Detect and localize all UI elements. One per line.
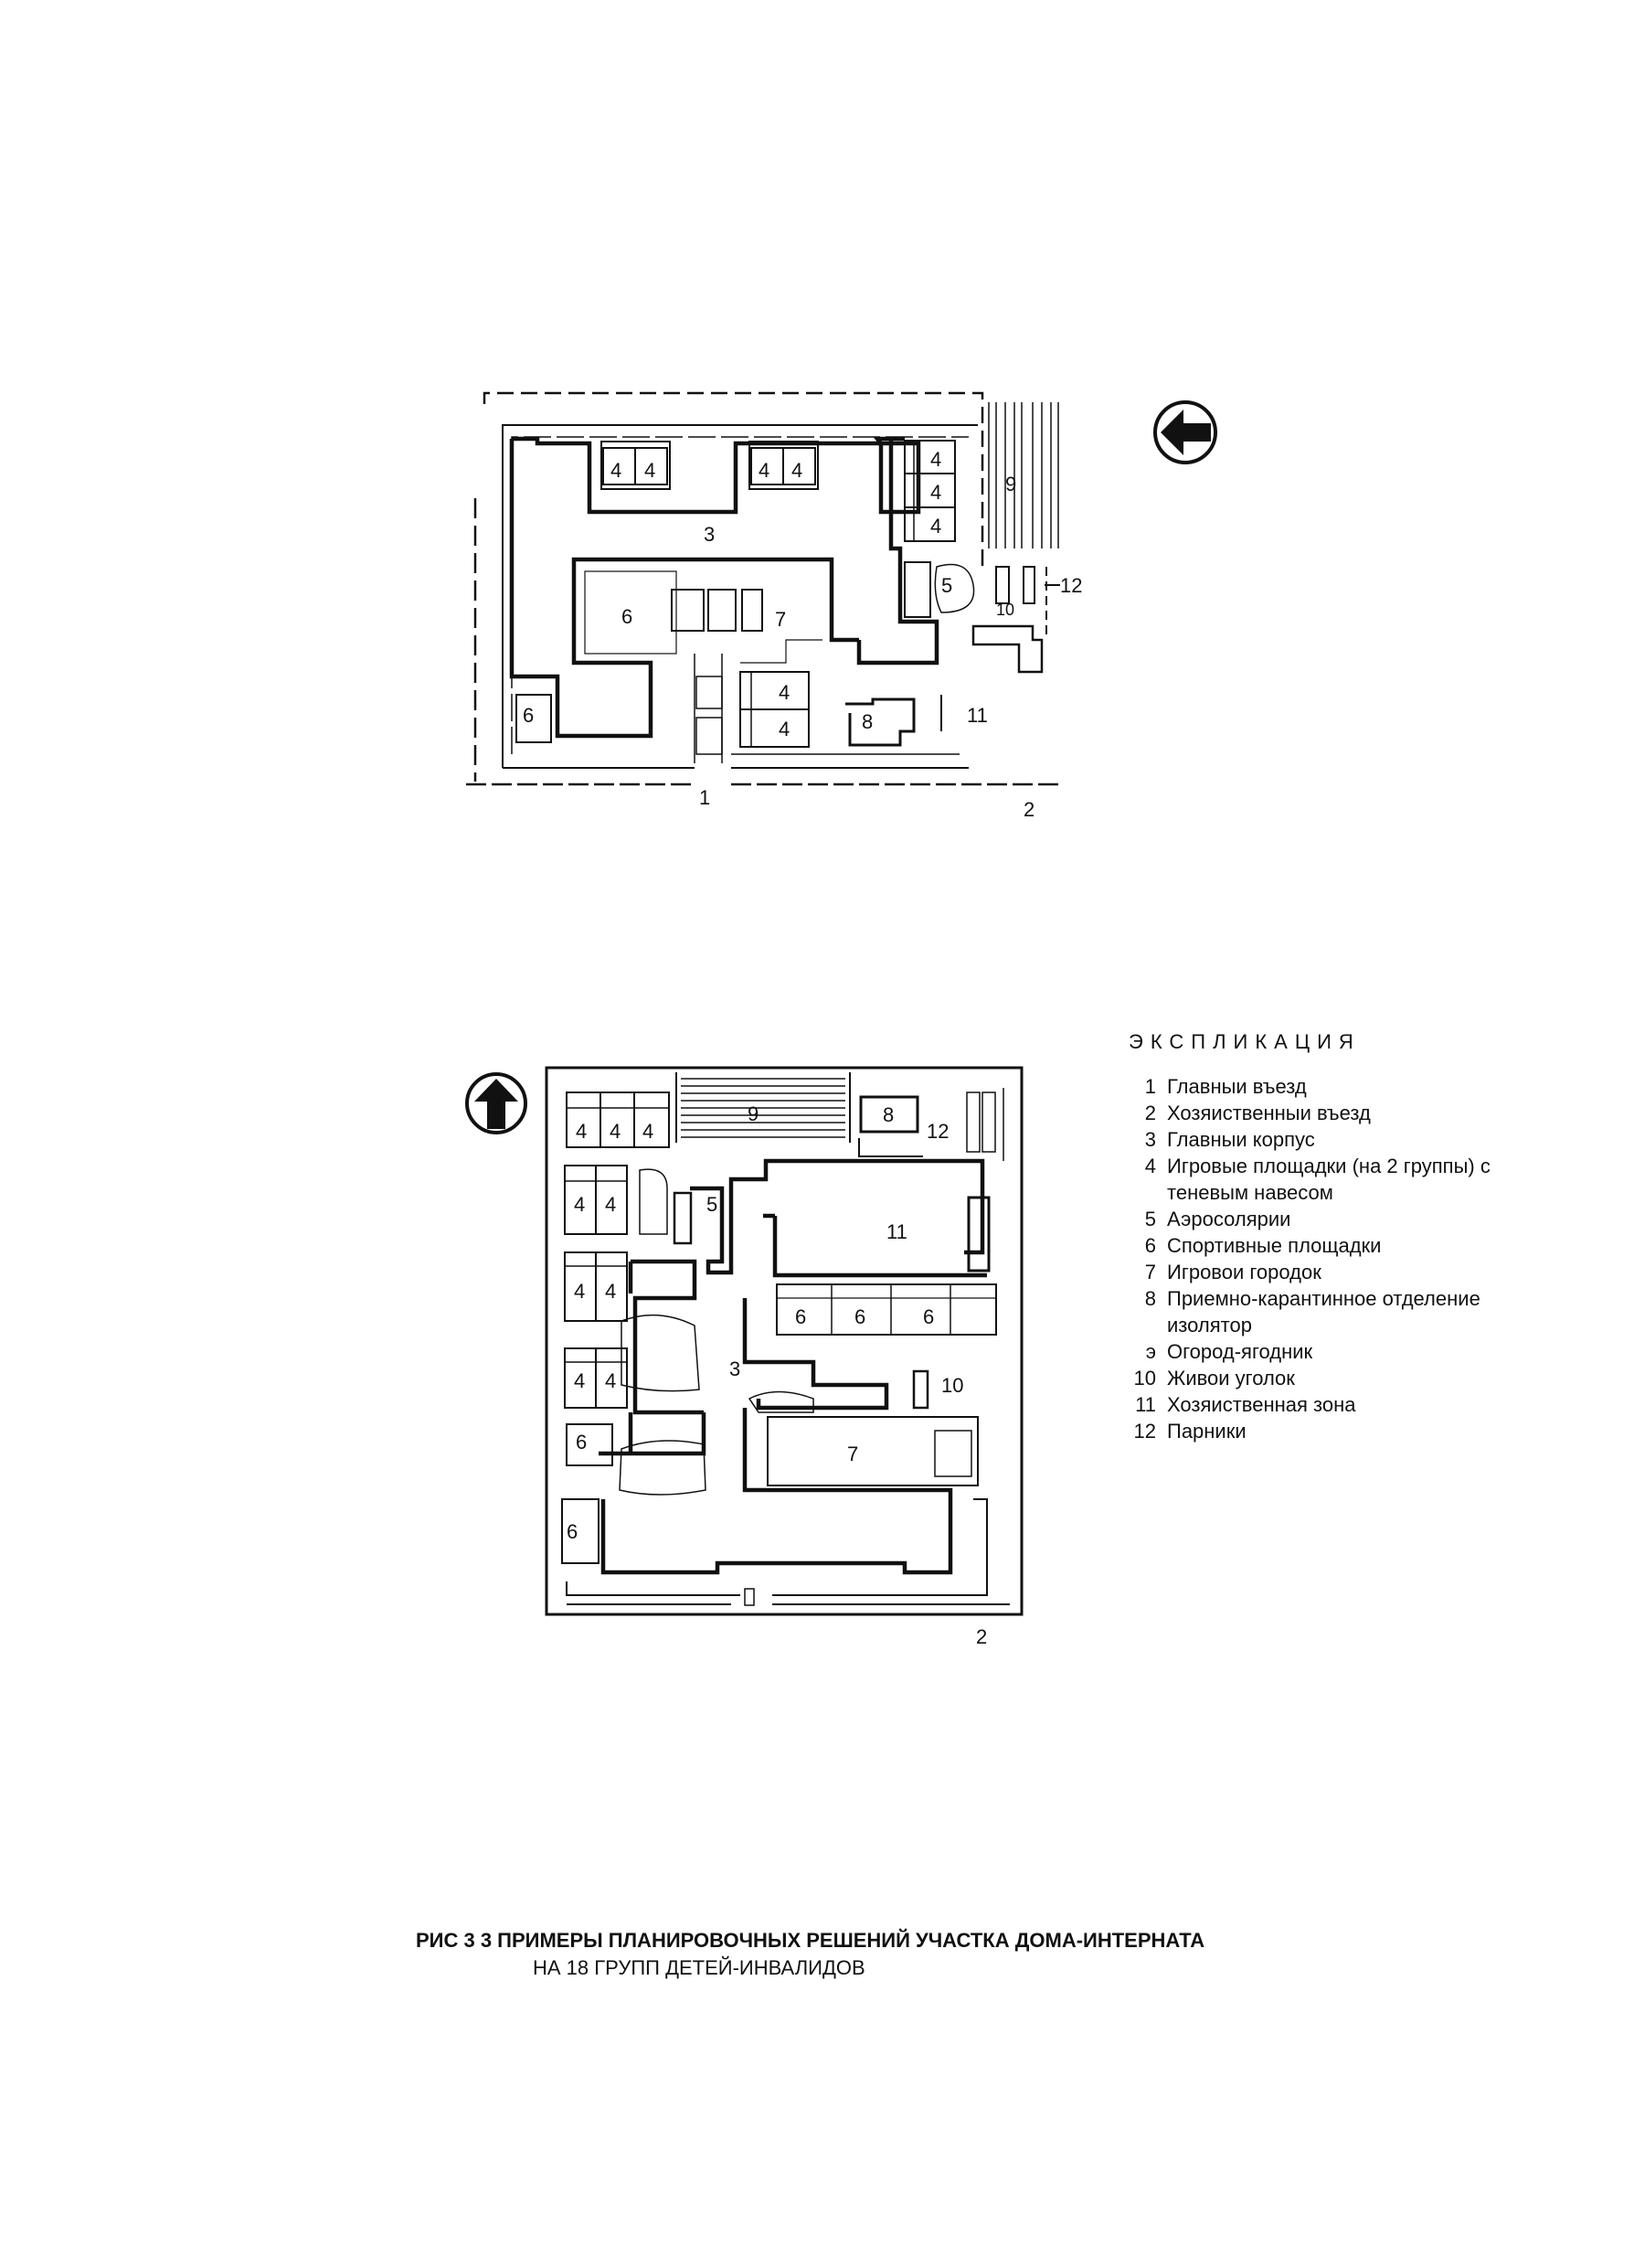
legend-item-text: Главныи въезд [1167,1075,1307,1098]
label-bot-12: 12 [927,1120,949,1143]
legend-item: э Огород-ягодник [1110,1338,1494,1365]
label-top-10: 10 [996,601,1014,619]
legend-item-number: э [1145,1340,1156,1363]
label-top-6-b: 6 [523,704,534,727]
label-top-8: 8 [862,710,873,733]
north-arrow-icon [1153,400,1217,464]
legend-item-number: 8 [1144,1287,1156,1310]
legend-item: 12 Парники [1110,1418,1494,1444]
legend-item-text: Игровые площадки (на 2 группы) с теневым… [1167,1155,1491,1204]
plan-bottom [545,1066,1024,1616]
label-top-5: 5 [941,574,952,597]
legend-item-number: 10 [1133,1367,1156,1390]
legend-item-number: 3 [1144,1128,1156,1151]
label-bot-4-c1: 4 [574,1280,585,1303]
label-bot-6-e: 6 [567,1520,578,1543]
legend-item-number: 5 [1144,1208,1156,1230]
label-bot-4-a2: 4 [610,1120,621,1143]
legend-item: 2 Хозяиственныи въезд [1110,1100,1494,1126]
label-bot-6-a: 6 [795,1305,806,1328]
legend-item-text: Игровои городок [1167,1261,1321,1283]
label-top-2: 2 [1024,798,1035,821]
legend-item-text: Хозяиственныи въезд [1167,1102,1371,1124]
plan-top [466,391,1060,786]
legend-item: 10 Живои уголок [1110,1365,1494,1391]
legend-item-text: Приемно-карантинное отделение изолятор [1167,1287,1480,1336]
label-bot-6-d: 6 [576,1431,587,1453]
label-bot-9: 9 [748,1102,759,1125]
label-top-4-c3: 4 [930,515,941,538]
legend-item-text: Огород-ягодник [1167,1340,1313,1363]
legend-item-text: Хозяиственная зона [1167,1393,1356,1416]
label-top-7: 7 [775,608,786,631]
label-top-6-a: 6 [621,605,632,628]
legend-item-number: 6 [1144,1234,1156,1257]
label-top-9: 9 [1005,473,1016,495]
label-top-4-c1: 4 [930,448,941,471]
legend-item-number: 7 [1144,1261,1156,1283]
label-bot-4-b1: 4 [574,1193,585,1216]
legend-list: 1 Главныи въезд 2 Хозяиственныи въезд 3 Главн… [1110,1073,1494,1444]
label-bot-6-c: 6 [923,1305,934,1328]
legend-item-text: Главныи корпус [1167,1128,1315,1151]
figure-caption: РИС 3 3 ПРИМЕРЫ ПЛАНИРОВОЧНЫХ РЕШЕНИЙ УЧ… [416,1927,1421,1982]
legend-item-number: 4 [1144,1155,1156,1177]
legend: ЭКСПЛИКАЦИЯ 1 Главныи въезд 2 Хозяиственныи… [1110,1028,1494,1444]
caption-line-1: РИС 3 3 ПРИМЕРЫ ПЛАНИРОВОЧНЫХ РЕШЕНИЙ УЧ… [416,1929,1205,1952]
caption-line-2: НА 18 ГРУПП ДЕТЕЙ-ИНВАЛИДОВ [533,1956,865,1979]
label-top-4-a2: 4 [644,459,655,482]
label-top-3: 3 [704,523,715,546]
label-bot-7: 7 [847,1443,858,1465]
label-bot-2: 2 [976,1625,987,1648]
legend-item: 1 Главныи въезд [1110,1073,1494,1100]
legend-item-number: 1 [1144,1075,1156,1098]
label-top-1: 1 [699,786,710,809]
legend-item: 8 Приемно-карантинное отделение изолятор [1110,1285,1494,1338]
label-top-4-d1: 4 [779,681,790,704]
label-bot-11: 11 [886,1220,907,1243]
legend-item-text: Парники [1167,1420,1247,1443]
legend-item-number: 2 [1144,1102,1156,1124]
label-top-11: 11 [967,704,988,727]
label-bot-4-a1: 4 [576,1120,587,1143]
label-top-4-a1: 4 [610,459,621,482]
label-bot-4-b2: 4 [605,1193,616,1216]
legend-item: 3 Главныи корпус [1110,1126,1494,1153]
legend-item-text: Спортивные площадки [1167,1234,1382,1257]
legend-title: ЭКСПЛИКАЦИЯ [1129,1030,1361,1053]
label-top-4-d2: 4 [779,718,790,740]
legend-item: 7 Игровои городок [1110,1259,1494,1285]
main-building-top [509,436,939,739]
label-bot-5: 5 [706,1193,717,1216]
legend-item-number: 12 [1133,1420,1156,1443]
legend-item: 11 Хозяиственная зона [1110,1391,1494,1418]
north-arrow-icon-bottom [465,1072,527,1134]
label-bot-3: 3 [729,1358,740,1380]
label-bot-6-b: 6 [854,1305,865,1328]
legend-item: 4 Игровые площадки (на 2 группы) с теневы… [1110,1153,1494,1206]
label-bot-4-a3: 4 [642,1120,653,1143]
legend-item: 5 Аэросолярии [1110,1206,1494,1232]
site-boundary-top [483,391,984,567]
label-top-4-c2: 4 [930,481,941,504]
label-top-4-b2: 4 [791,459,802,482]
legend-item: 6 Спортивные площадки [1110,1232,1494,1259]
label-bot-8: 8 [883,1103,894,1126]
legend-item-text: Живои уголок [1167,1367,1295,1390]
label-bot-4-d2: 4 [605,1369,616,1392]
label-bot-10: 10 [941,1374,963,1397]
main-building-bottom [599,1158,987,1575]
label-top-12: 12 [1060,574,1082,597]
label-bot-4-d1: 4 [574,1369,585,1392]
legend-item-text: Аэросолярии [1167,1208,1291,1230]
label-top-4-b1: 4 [759,459,769,482]
legend-item-number: 11 [1135,1393,1156,1416]
label-bot-4-c2: 4 [605,1280,616,1303]
